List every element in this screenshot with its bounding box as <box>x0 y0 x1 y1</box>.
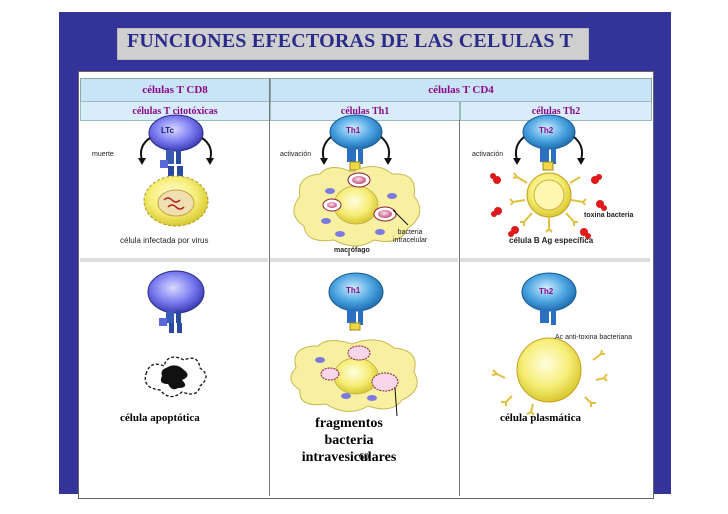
th1-cell-bottom-icon <box>328 272 384 331</box>
muerte-label: muerte <box>92 151 114 158</box>
b-cell-label: célula B Ag específica <box>509 236 594 245</box>
fragments-label: fragmentos bacteria intravesiculares <box>301 416 397 465</box>
toxin-label: toxina bacteria <box>584 212 634 219</box>
plasma-cell-icon <box>516 337 582 403</box>
arrow-muerte-icon <box>140 137 151 161</box>
activacion-th2-label: activación <box>472 151 504 158</box>
ltc-cell-icon <box>148 114 204 168</box>
ltc-cell-bottom-icon <box>147 270 205 333</box>
apoptotic-cell-label: célula apoptótica <box>120 412 200 424</box>
macrophage-label: macrófago <box>334 247 370 254</box>
macrophage-bottom-icon <box>290 339 418 412</box>
page-number: 60 <box>359 452 369 463</box>
apoptotic-cell-icon <box>144 356 207 398</box>
antibody-label: Ac anti-toxina bacteriana <box>555 334 633 341</box>
toxin-icon <box>490 173 607 239</box>
macrophage-icon <box>293 166 421 247</box>
th2-cell-bottom-icon <box>521 272 577 325</box>
th1-cell-label: Th1 <box>346 126 361 135</box>
b-cell-icon <box>509 172 587 233</box>
infected-cell-label: célula infectada por virus <box>120 236 209 245</box>
th1-cell-icon <box>329 114 383 164</box>
bacteria-intracelular-label: bacteria intracelular <box>393 229 428 244</box>
antibody-icon <box>491 349 608 416</box>
cd8-header: células T CD8 <box>80 78 270 102</box>
th2-bottom-cell-label: Th2 <box>539 287 554 296</box>
title-box <box>117 28 589 60</box>
column-divider-1 <box>269 78 270 496</box>
activacion-th1-label: activación <box>280 151 312 158</box>
th2-cell-label: Th2 <box>539 126 554 135</box>
ltc-cell-label: LTc <box>161 126 175 135</box>
slide-title: FUNCIONES EFECTORAS DE LAS CELULAS T <box>127 30 574 52</box>
column-divider-2 <box>459 120 460 496</box>
th2-cell-icon <box>522 114 576 164</box>
th1-bottom-cell-label: Th1 <box>346 286 361 295</box>
infected-cell-icon <box>143 175 209 227</box>
plasma-cell-label: célula plasmática <box>500 412 581 424</box>
